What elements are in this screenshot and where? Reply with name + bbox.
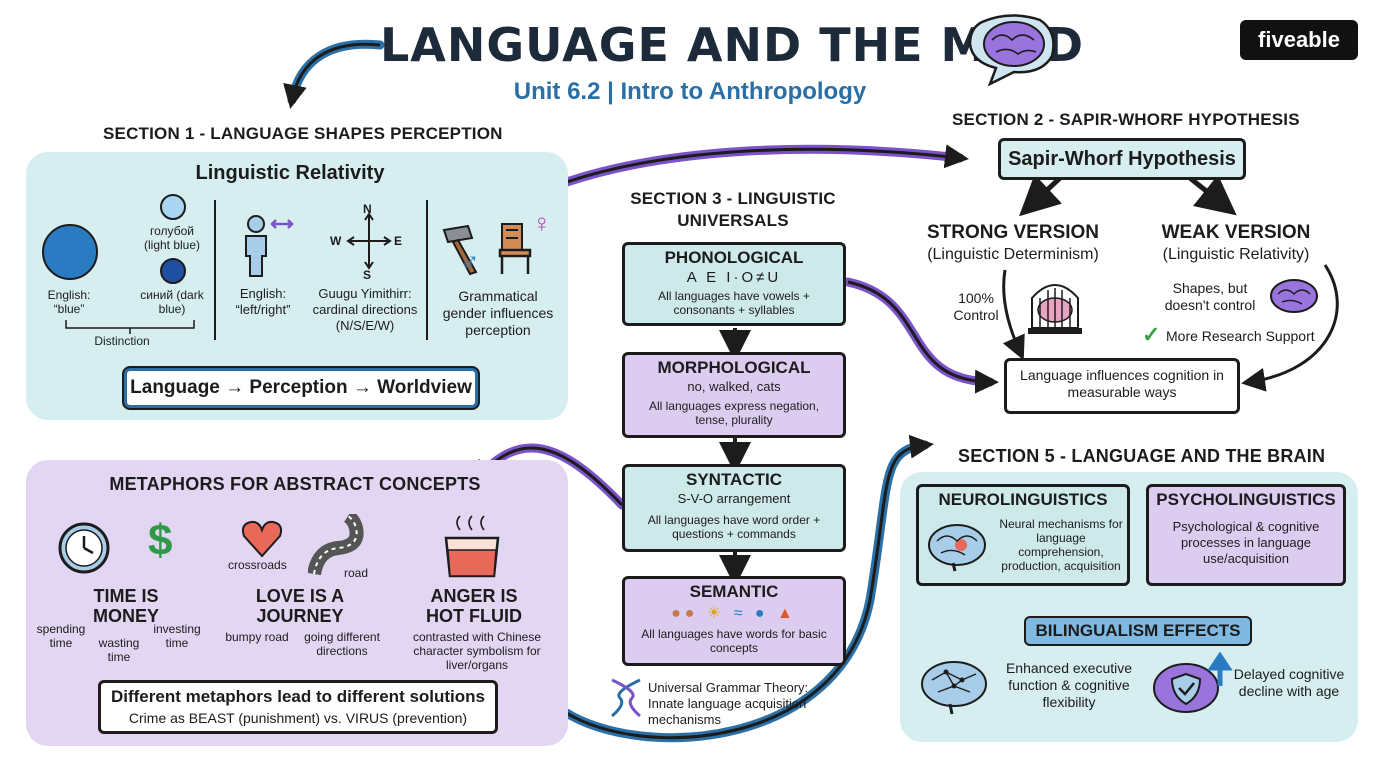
dark-blue-circle-icon bbox=[160, 258, 186, 284]
investing-time-label: investing time bbox=[153, 622, 201, 650]
guugu-label: Guugu Yimithirr: cardinal directions (N/… bbox=[312, 286, 418, 333]
dna-icon bbox=[611, 678, 641, 718]
light-blue-label: голубой (light blue) bbox=[143, 224, 201, 252]
winding-road-icon bbox=[308, 514, 364, 576]
strong-version-sub: (Linguistic Determinism) bbox=[927, 246, 1099, 263]
bilingualism-effects-box: BILINGUALISM EFFECTS bbox=[1024, 616, 1252, 646]
grammatical-gender-label: Grammatical gender influences perception bbox=[442, 288, 554, 338]
phonological-box: PHONOLOGICAL A E I·O≠U All languages hav… bbox=[622, 242, 846, 326]
hammer-icon bbox=[442, 224, 478, 276]
syntactic-box: SYNTACTIC S-V-O arrangement All language… bbox=[622, 464, 846, 552]
research-support-label: More Research Support bbox=[1166, 328, 1315, 344]
conclusion-box: Language influences cognition in measura… bbox=[1004, 358, 1240, 414]
heart-icon bbox=[241, 520, 283, 558]
full-control-label: 100% Control bbox=[953, 290, 999, 323]
love-is-a-journey-title: LOVE IS A JOURNEY bbox=[255, 586, 345, 626]
compass-icon bbox=[346, 212, 392, 270]
morphological-box: MORPHOLOGICAL no, walked, cats All langu… bbox=[622, 352, 846, 438]
hot-pot-icon bbox=[444, 515, 500, 578]
spending-time-label: spending time bbox=[36, 622, 86, 650]
weak-version-sub: (Linguistic Relativity) bbox=[1162, 246, 1310, 263]
compass-w: W bbox=[330, 234, 342, 248]
chair-icon bbox=[498, 223, 532, 274]
divider-2 bbox=[426, 200, 428, 340]
psycholinguistics-box: PSYCHOLINGUISTICS Psychological & cognit… bbox=[1146, 484, 1346, 586]
anger-hot-fluid-title: ANGER IS HOT FLUID bbox=[426, 586, 522, 626]
wave-icon: ≈ bbox=[733, 605, 747, 622]
s1-to-s2-arrow bbox=[545, 144, 965, 193]
light-blue-circle-icon bbox=[160, 194, 186, 220]
english-left-right-label: English: “left/right” bbox=[235, 286, 291, 317]
brain-speech-bubble-icon bbox=[968, 14, 1055, 87]
distinction-label: Distinction bbox=[94, 334, 150, 348]
semantic-icons-row: ●● ☀ ≈ ● ▲ bbox=[625, 603, 843, 625]
fire-icon: ▲ bbox=[777, 605, 797, 622]
semantic-box: SEMANTIC ●● ☀ ≈ ● ▲ All languages have w… bbox=[622, 576, 846, 666]
language-perception-worldview-box: Language → Perception → Worldview bbox=[124, 368, 478, 408]
section5-heading: SECTION 5 - LANGUAGE AND THE BRAIN bbox=[958, 446, 1326, 466]
caged-brain-icon bbox=[1028, 284, 1082, 334]
purple-brain-icon bbox=[1270, 279, 1318, 313]
road-label: road bbox=[344, 566, 369, 580]
fiveable-logo: fiveable bbox=[1240, 20, 1358, 60]
female-symbol-icon: ♀ bbox=[532, 208, 552, 238]
shield-brain-icon bbox=[1153, 652, 1233, 713]
dollar-icon: $ bbox=[148, 516, 173, 565]
compass-n: N bbox=[363, 202, 372, 216]
delayed-decline-label: Delayed cognitive decline with age bbox=[1233, 666, 1345, 699]
dark-blue-label: синий (dark blue) bbox=[140, 288, 204, 316]
network-brain-icon bbox=[921, 661, 987, 715]
people-icon: ●● bbox=[671, 605, 699, 622]
bumpy-road-label: bumpy road bbox=[225, 630, 289, 644]
male-symbol-icon: ♂ bbox=[460, 246, 480, 276]
section2-heading: SECTION 2 - SAPIR-WHORF HYPOTHESIS bbox=[952, 110, 1300, 129]
title-arrow bbox=[287, 39, 385, 105]
page-subtitle: Unit 6.2 | Intro to Anthropology bbox=[513, 78, 867, 105]
person-icon bbox=[245, 215, 294, 277]
wasting-time-label: wasting time bbox=[98, 636, 140, 664]
section1-heading: SECTION 1 - LANGUAGE SHAPES PERCEPTION bbox=[103, 124, 503, 143]
divider-1 bbox=[214, 200, 216, 340]
shapes-label: Shapes, but doesn't control bbox=[1164, 280, 1256, 313]
different-metaphors-box: Different metaphors lead to different so… bbox=[98, 680, 498, 734]
time-is-money-title: TIME IS MONEY bbox=[92, 586, 159, 626]
going-directions-label: going different directions bbox=[304, 630, 380, 658]
checkmark-icon: ✓ bbox=[1142, 322, 1161, 347]
crossroads-label: crossroads bbox=[228, 558, 287, 572]
sun-icon: ☀ bbox=[706, 605, 726, 622]
weak-version-title: WEAK VERSION bbox=[1161, 222, 1311, 243]
neuro-brain-icon bbox=[928, 524, 986, 572]
strong-version-title: STRONG VERSION bbox=[926, 222, 1100, 243]
section4-heading: METAPHORS FOR ABSTRACT CONCEPTS bbox=[109, 474, 481, 494]
anger-desc: contrasted with Chinese character symbol… bbox=[412, 630, 542, 672]
universal-grammar-label: Universal Grammar Theory: Innate languag… bbox=[648, 680, 809, 727]
clock-icon bbox=[58, 522, 110, 574]
page-title: LANGUAGE AND THE MIND bbox=[380, 18, 1085, 72]
sapir-whorf-box: Sapir-Whorf Hypothesis bbox=[998, 138, 1246, 180]
blue-circle-icon bbox=[42, 224, 98, 280]
neurolinguistics-box: NEUROLINGUISTICS Neural mechanisms for l… bbox=[916, 484, 1130, 586]
water-drop-icon: ● bbox=[754, 605, 769, 622]
linguistic-relativity-title: Linguistic Relativity bbox=[195, 162, 385, 184]
compass-e: E bbox=[394, 234, 403, 248]
distinction-bracket bbox=[65, 320, 195, 334]
english-blue-label: English: “blue” bbox=[47, 288, 91, 316]
executive-function-label: Enhanced executive function & cognitive … bbox=[1005, 660, 1133, 710]
section3-heading: SECTION 3 - LINGUISTIC UNIVERSALS bbox=[630, 189, 836, 230]
compass-s: S bbox=[363, 268, 372, 282]
